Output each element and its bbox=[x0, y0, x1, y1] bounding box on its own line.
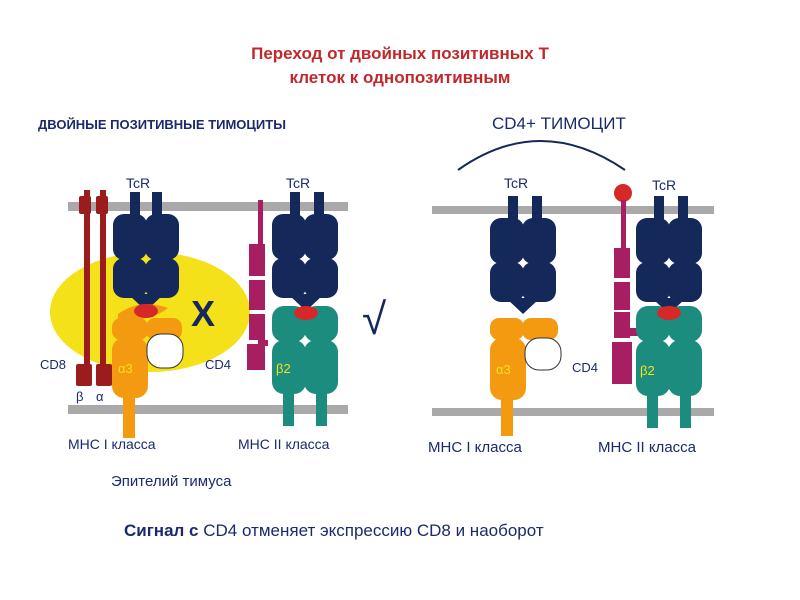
tcr-right-panel-2 bbox=[636, 196, 702, 314]
mhc-class-2-right bbox=[636, 306, 702, 428]
tcr-label-left-1: TcR bbox=[126, 175, 150, 191]
footer-statement: Сигнал с CD4 отменяет экспрессию CD8 и н… bbox=[124, 521, 544, 540]
cd8-alpha-label: α bbox=[96, 389, 104, 404]
left-panel-heading: ДВОЙНЫЕ ПОЗИТИВНЫЕ ТИМОЦИТЫ bbox=[38, 117, 286, 132]
mhc2-label-left: МНС II класса bbox=[238, 436, 330, 452]
mhc1-label-right: МНС I класса bbox=[428, 439, 522, 456]
tcr-left-panel-2 bbox=[272, 192, 338, 311]
cd4-label-right: CD4 bbox=[572, 360, 598, 375]
peptide-right bbox=[657, 306, 681, 320]
cd8-coreceptor bbox=[76, 190, 112, 386]
tcr-left-panel-1 bbox=[113, 192, 179, 311]
thymocyte-membrane-left bbox=[68, 202, 348, 211]
beta2-label-left: β2 bbox=[276, 361, 291, 376]
footer-bold-part: Сигнал с bbox=[124, 521, 199, 540]
epithelial-membrane-right bbox=[432, 408, 714, 416]
peptide-left-1 bbox=[134, 304, 158, 318]
thymocyte-outline-arc bbox=[457, 140, 626, 171]
cd4-signal-marker bbox=[614, 184, 632, 202]
page-title-line-1: Переход от двойных позитивных Т bbox=[251, 44, 549, 63]
tcr-label-right-1: TcR bbox=[504, 175, 528, 191]
right-panel-heading: CD4+ ТИМОЦИТ bbox=[492, 114, 626, 133]
mhc1-label-left: МНС I класса bbox=[68, 436, 156, 452]
page-title-line-2: клеток к однопозитивным bbox=[289, 68, 511, 87]
mhc-class-1-right bbox=[490, 318, 562, 436]
mhc2-label-right: МНС II класса bbox=[598, 439, 697, 456]
tcr-right-panel-1 bbox=[490, 196, 556, 314]
cd8-beta-label: β bbox=[76, 389, 83, 404]
blocked-cross-mark: X bbox=[191, 293, 215, 334]
mhc-class-2-left bbox=[272, 306, 338, 426]
check-mark-icon: √ bbox=[362, 295, 387, 344]
cd8-label: CD8 bbox=[40, 357, 66, 372]
mhc-class-1-left bbox=[112, 304, 184, 438]
cd4-coreceptor-left bbox=[247, 200, 268, 370]
thymocyte-membrane-right bbox=[432, 206, 714, 214]
tcr-label-left-2: TcR bbox=[286, 175, 310, 191]
peptide-left-2 bbox=[294, 306, 318, 320]
epithelial-membrane-left bbox=[68, 405, 348, 414]
thymic-epithelium-label: Эпителий тимуса bbox=[111, 473, 232, 490]
footer-rest: CD4 отменяет экспрессию CD8 и наоборот bbox=[199, 521, 544, 540]
cd4-label-left: CD4 bbox=[205, 357, 231, 372]
tcr-label-right-2: TcR bbox=[652, 177, 676, 193]
cd4-coreceptor-right bbox=[612, 184, 638, 384]
alpha3-label-left: α3 bbox=[118, 361, 133, 376]
beta2-label-right: β2 bbox=[640, 363, 655, 378]
alpha3-label-right: α3 bbox=[496, 362, 511, 377]
